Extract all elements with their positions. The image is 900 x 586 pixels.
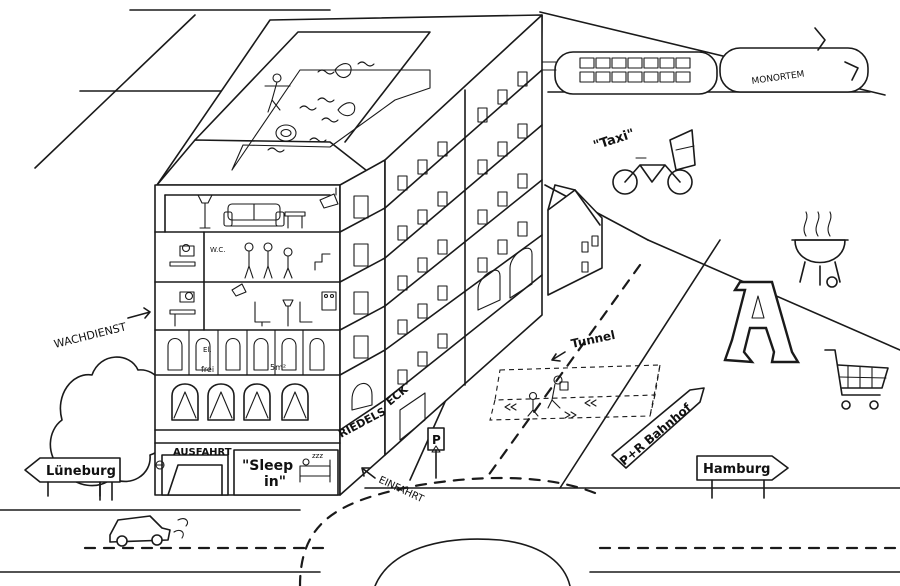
barbecue-grill-icon xyxy=(791,211,849,288)
roof-pool-icon xyxy=(264,61,375,153)
sofa-icon xyxy=(223,203,285,227)
park-and-ride-label: P+R Bahnhof xyxy=(617,400,694,468)
pharmacy-sign-icon xyxy=(723,280,801,364)
elevator-free-label-line1: El. xyxy=(203,346,212,354)
wc-label: W.C. xyxy=(210,246,225,254)
sleep-in-label-line1: "Sleep xyxy=(242,458,293,474)
einfahrt-label: EINFAHRT xyxy=(377,475,426,506)
taxi-label: "Taxi" xyxy=(592,126,637,153)
lueneburg-direction-sign xyxy=(24,457,121,497)
ausfahrt-label: AUSFAHRT xyxy=(173,447,232,458)
sleep-zzz-label: zzz xyxy=(312,452,323,460)
roundabout xyxy=(298,476,602,586)
building xyxy=(154,14,543,496)
park-and-ride-sign xyxy=(611,387,705,469)
tunnel-label: Tunnel xyxy=(570,328,617,351)
shopping-cart-icon xyxy=(824,349,889,410)
parking-sign-letter: P xyxy=(432,433,441,447)
security-camera-icon xyxy=(231,187,339,297)
lueneburg-label: Lüneburg xyxy=(46,464,116,479)
parking-sign-icon xyxy=(427,427,445,479)
elevator-free-label-line2: frei xyxy=(201,365,214,374)
small-house-icon xyxy=(547,184,603,296)
sleep-in-label-line2: in" xyxy=(264,474,286,490)
area-label: 5m² xyxy=(270,363,286,372)
car-icon xyxy=(109,515,189,547)
road-tunnel-icon xyxy=(489,364,661,421)
hamburg-direction-sign xyxy=(696,455,789,499)
hamburg-label: Hamburg xyxy=(703,462,770,477)
bed-icon xyxy=(299,458,331,483)
monorail-train-icon xyxy=(539,27,869,95)
wachdienst-label: WACHDIENST xyxy=(53,320,128,351)
tandem-bicycle-icon xyxy=(612,129,696,195)
